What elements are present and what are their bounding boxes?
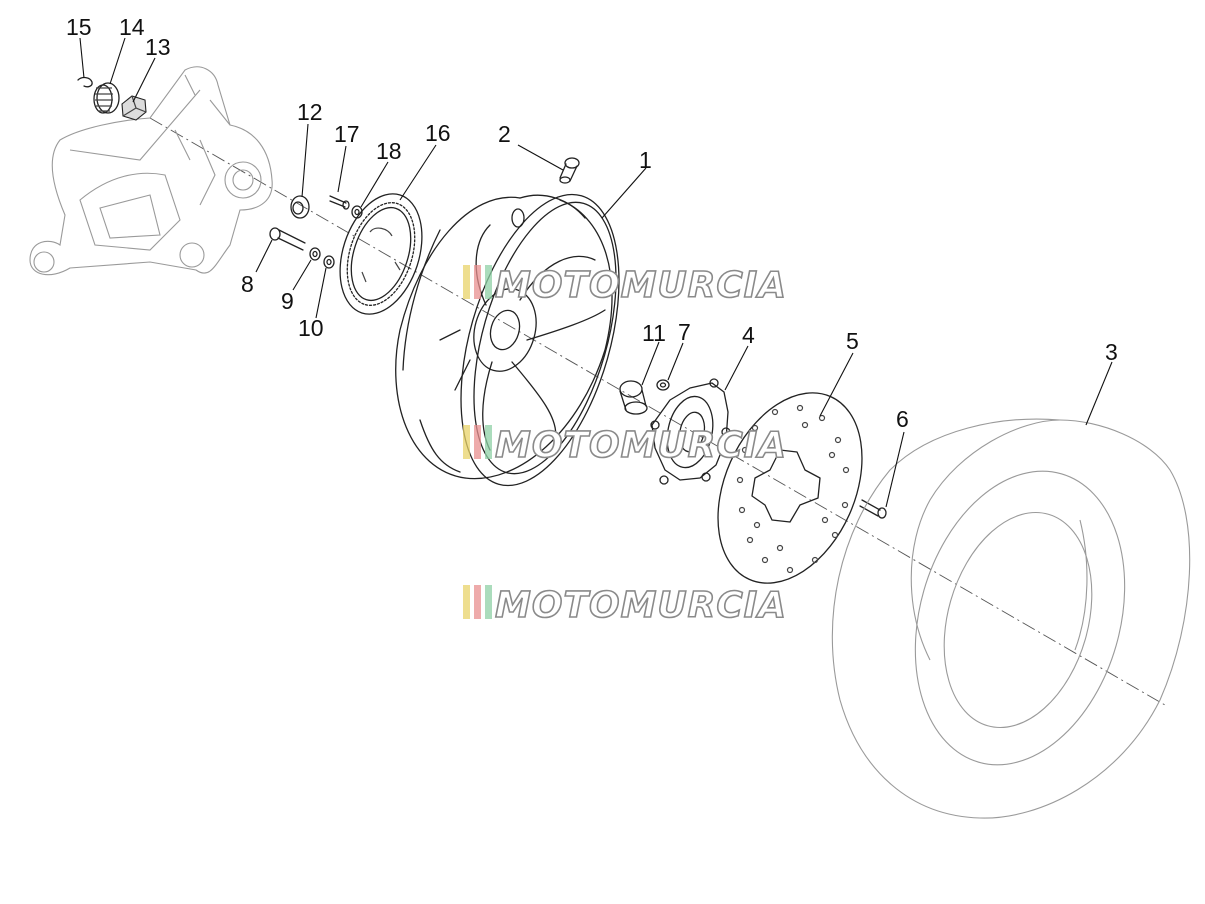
- leader-lines: [79, 37, 1113, 508]
- callout-13: 13: [145, 34, 171, 60]
- watermark-text: MOTOMURCIA: [495, 265, 787, 306]
- callout-8: 8: [241, 271, 254, 297]
- callout-12: 12: [297, 99, 323, 125]
- gear-14: [93, 82, 120, 114]
- wheel-rim-1: [395, 193, 620, 487]
- nut-13: [121, 95, 147, 121]
- valve-2: [559, 157, 580, 184]
- callout-4: 4: [742, 322, 755, 348]
- callout-6: 6: [896, 406, 909, 432]
- bolt-8: [269, 227, 306, 251]
- screw-17: [329, 195, 350, 210]
- callout-15: 15: [66, 14, 92, 40]
- assembly-axis: [149, 117, 1166, 706]
- callout-3: 3: [1105, 339, 1118, 365]
- bearing-12: [290, 195, 310, 219]
- callout-14: 14: [119, 14, 145, 40]
- callout-17: 17: [334, 121, 360, 147]
- circlip-15: [77, 76, 93, 88]
- washer-9: [309, 247, 321, 261]
- watermark-middle: MOTOMURCIA: [463, 424, 787, 467]
- screw-6: [859, 499, 887, 519]
- callout-10: 10: [298, 315, 324, 341]
- callout-9: 9: [281, 288, 294, 314]
- watermark-text: MOTOMURCIA: [495, 425, 787, 466]
- callout-16: 16: [425, 120, 451, 146]
- watermark-top: MOTOMURCIA: [463, 264, 787, 307]
- disc-hub-4: [650, 378, 731, 485]
- callout-1: 1: [639, 147, 652, 173]
- tone-ring-16: [339, 193, 423, 315]
- callout-2: 2: [498, 121, 511, 147]
- callout-18: 18: [376, 138, 402, 164]
- watermark-text: MOTOMURCIA: [495, 585, 787, 626]
- washer-7: [656, 379, 670, 391]
- callout-5: 5: [846, 328, 859, 354]
- callout-11: 11: [642, 320, 666, 346]
- swingarm: [29, 66, 273, 276]
- callout-7: 7: [678, 319, 691, 345]
- watermark-bottom: MOTOMURCIA: [463, 584, 787, 627]
- spacer-11: [619, 380, 648, 415]
- washer-10: [323, 255, 335, 269]
- callout-numbers: 15 14 13 12 17 18 16 2 1 8 9 10 11 7 4 5…: [66, 14, 1118, 432]
- tire-3: [831, 418, 1191, 819]
